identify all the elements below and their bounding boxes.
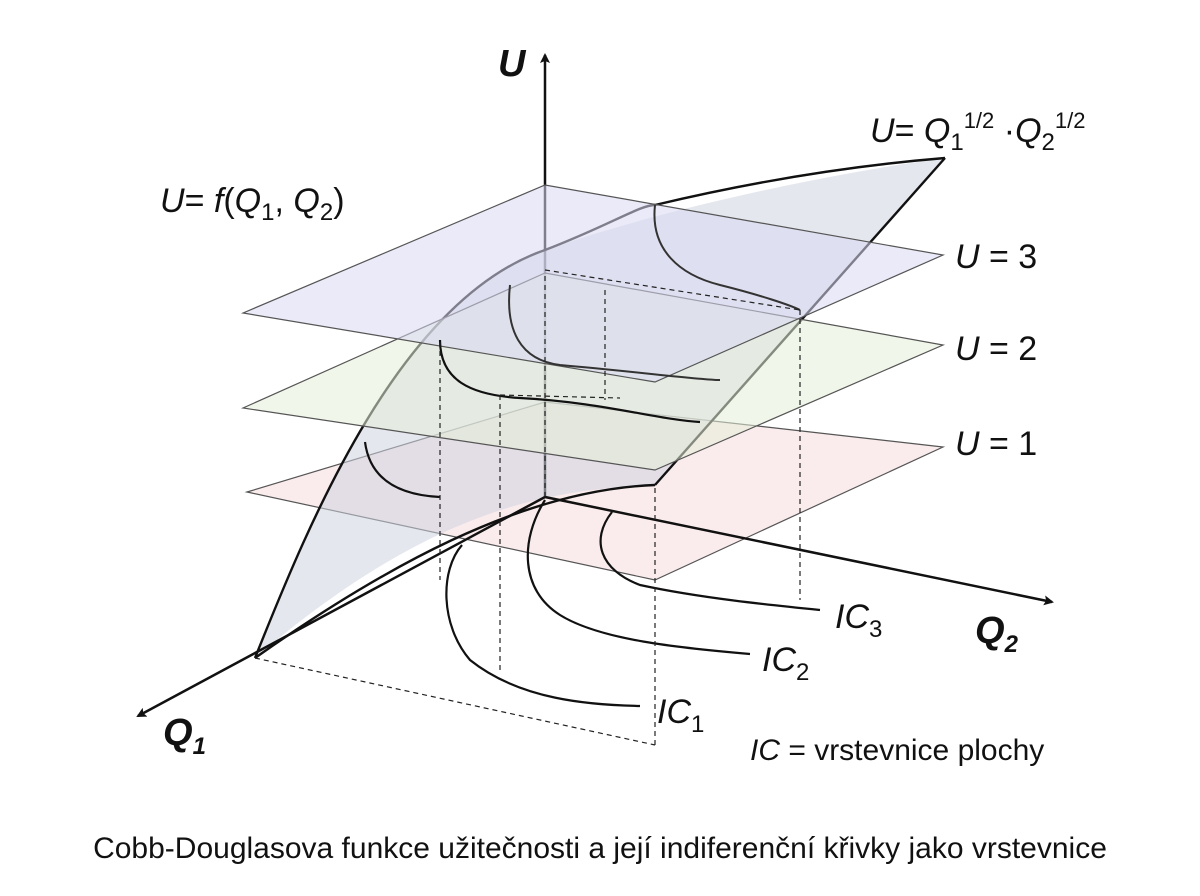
q2-axis [544, 495, 1054, 606]
surface-contour-top [653, 204, 801, 311]
surface-bottom-edge [254, 483, 656, 659]
q2-axis-label: Q2 [975, 610, 1019, 658]
level-label-u3: U = 3 [955, 238, 1037, 276]
projection-lines [254, 269, 801, 746]
level-label-u2: U = 2 [955, 330, 1037, 368]
legend-text: IC = vrstevnice plochy [750, 734, 1044, 767]
ic1-curve [445, 544, 641, 708]
q1-axis [136, 495, 546, 718]
u-axis-label: U [498, 43, 527, 85]
function-label: U= f(Q1, Q2) [160, 182, 345, 226]
surface-top-edge [654, 156, 946, 207]
level-label-u1: U = 1 [955, 425, 1037, 463]
surface-contour-u3 [508, 284, 721, 381]
ic3-curve [599, 511, 821, 612]
ic2-label: IC2 [762, 641, 809, 686]
ic3-label: IC3 [835, 598, 882, 643]
q1-axis-label: Q1 [163, 712, 206, 760]
ic1-label: IC1 [657, 693, 704, 738]
ic2-curve [526, 499, 751, 656]
surface-contour-u2 [438, 339, 701, 424]
figure-caption: Cobb-Douglasova funkce užitečnosti a jej… [93, 832, 1107, 865]
formula-label: U= Q11/2 ·Q21/2 [870, 108, 1085, 156]
plane-u3 [240, 184, 946, 383]
surface-contour-u1 [363, 441, 441, 499]
